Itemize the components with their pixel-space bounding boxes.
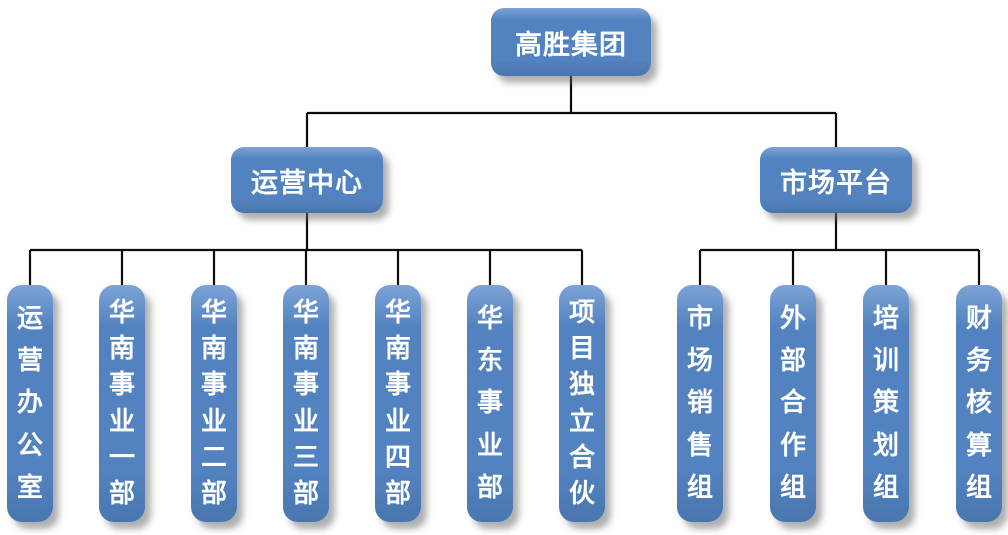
vertical-char: 核 <box>965 388 992 419</box>
vertical-char: 事 <box>200 370 227 401</box>
vertical-char: 华 <box>292 298 319 329</box>
org-node-south-china-dept-1[interactable]: 华南事业一部 <box>99 285 145 522</box>
org-node-operations-office[interactable]: 运营办公室 <box>7 285 53 522</box>
org-node-training-planning-group[interactable]: 培训策划组 <box>863 285 909 522</box>
vertical-char: 划 <box>872 430 899 461</box>
org-node-market-sales-group[interactable]: 市场销售组 <box>677 285 723 522</box>
org-node-independent-partnership[interactable]: 项目独立合伙 <box>559 285 605 522</box>
vertical-char: 合 <box>568 442 595 473</box>
vertical-char: 立 <box>568 406 595 437</box>
vertical-char: 部 <box>200 478 227 509</box>
org-node-south-china-dept-3[interactable]: 华南事业三部 <box>283 285 329 522</box>
vertical-char: 运 <box>16 304 43 335</box>
vertical-char: 四 <box>384 442 411 473</box>
vertical-char: 办 <box>16 388 43 419</box>
connector-branch1-to-leaves <box>28 213 584 285</box>
vertical-char: 市 <box>686 304 713 335</box>
connector-branch2-to-leaves <box>698 213 981 285</box>
vertical-char: 华 <box>200 298 227 329</box>
vertical-char: 华 <box>476 304 503 335</box>
vertical-char: 组 <box>686 472 713 503</box>
vertical-char: 训 <box>872 346 899 377</box>
org-node-south-china-dept-2[interactable]: 华南事业二部 <box>191 285 237 522</box>
vertical-char: 业 <box>292 406 319 437</box>
vertical-char: 南 <box>292 334 319 365</box>
org-node-root[interactable]: 高胜集团 <box>491 8 651 76</box>
vertical-char: 业 <box>476 430 503 461</box>
vertical-char: 业 <box>384 406 411 437</box>
vertical-char: 伙 <box>568 478 595 509</box>
org-node-external-cooperation-group[interactable]: 外部合作组 <box>770 285 816 522</box>
vertical-char: 项 <box>568 298 595 329</box>
vertical-char: 部 <box>108 478 135 509</box>
vertical-char: 策 <box>872 388 899 419</box>
vertical-char: 营 <box>16 346 43 377</box>
connector-root-to-branches <box>305 76 838 147</box>
vertical-char: 外 <box>779 304 806 335</box>
org-node-market-platform[interactable]: 市场平台 <box>760 147 912 213</box>
vertical-char: 务 <box>965 346 992 377</box>
vertical-char: 华 <box>384 298 411 329</box>
vertical-char: 事 <box>108 370 135 401</box>
vertical-char: 业 <box>200 406 227 437</box>
vertical-char: 作 <box>779 430 806 461</box>
org-node-operations-center[interactable]: 运营中心 <box>231 147 383 213</box>
vertical-char: 公 <box>16 430 43 461</box>
vertical-char: 销 <box>686 388 713 419</box>
vertical-char: 组 <box>965 472 992 503</box>
vertical-char: 三 <box>292 442 319 473</box>
vertical-char: 算 <box>965 430 992 461</box>
vertical-char: 部 <box>292 478 319 509</box>
org-node-financial-accounting-group[interactable]: 财务核算组 <box>956 285 1002 522</box>
vertical-char: 事 <box>292 370 319 401</box>
vertical-char: 东 <box>476 346 503 377</box>
org-node-east-china-dept[interactable]: 华东事业部 <box>467 285 513 522</box>
vertical-char: 南 <box>108 334 135 365</box>
vertical-char: 部 <box>779 346 806 377</box>
vertical-char: 部 <box>384 478 411 509</box>
vertical-char: 财 <box>965 304 992 335</box>
vertical-char: 合 <box>779 388 806 419</box>
vertical-char: 室 <box>16 472 43 503</box>
vertical-char: 场 <box>686 346 713 377</box>
vertical-char: 南 <box>200 334 227 365</box>
vertical-char: 部 <box>476 472 503 503</box>
vertical-char: 事 <box>384 370 411 401</box>
vertical-char: 组 <box>779 472 806 503</box>
vertical-char: 华 <box>108 298 135 329</box>
vertical-char: 目 <box>568 334 595 365</box>
vertical-char: 事 <box>476 388 503 419</box>
vertical-char: 组 <box>872 472 899 503</box>
vertical-char: 培 <box>872 304 899 335</box>
vertical-char: 二 <box>200 442 227 473</box>
vertical-char: 南 <box>384 334 411 365</box>
org-node-south-china-dept-4[interactable]: 华南事业四部 <box>375 285 421 522</box>
vertical-char: 售 <box>686 430 713 461</box>
vertical-char: 业 <box>108 406 135 437</box>
vertical-char: 一 <box>108 442 135 473</box>
vertical-char: 独 <box>568 370 595 401</box>
